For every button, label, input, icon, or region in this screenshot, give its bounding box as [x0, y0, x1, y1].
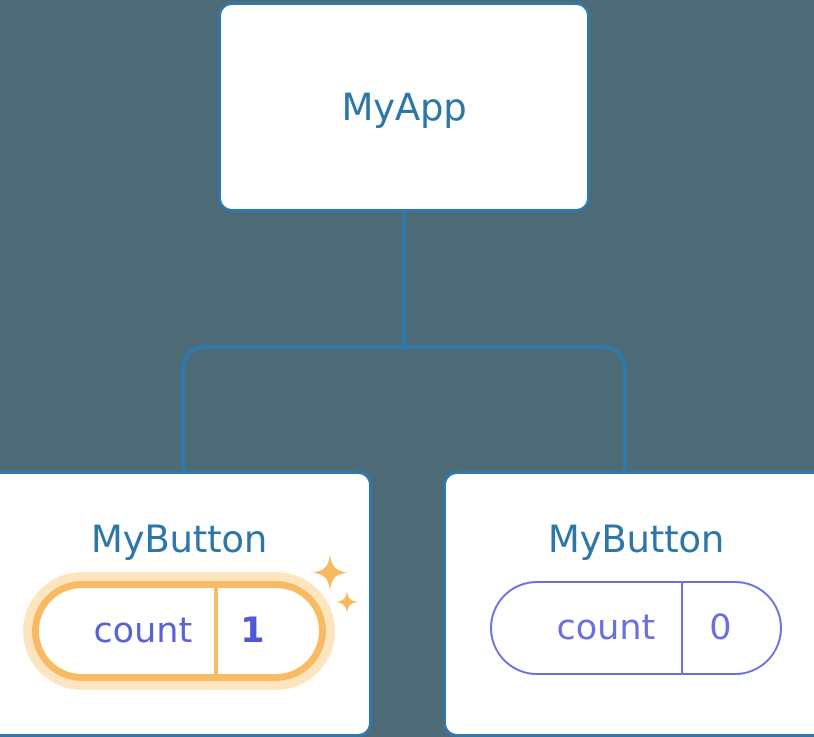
node-mybutton-right-title: MyButton: [547, 518, 725, 561]
sparkle-small-icon: [335, 591, 358, 613]
node-myapp[interactable]: MyApp: [218, 2, 590, 212]
state-badge-right-key: count: [556, 608, 656, 648]
node-mybutton-left-title: MyButton: [90, 518, 268, 561]
node-myapp-title: MyApp: [341, 85, 467, 129]
state-badge-left-value: 1: [214, 588, 318, 674]
edge-branch-bus: [181, 345, 627, 471]
state-badge-right[interactable]: count 0: [490, 581, 782, 675]
state-badge-right-wrap: count 0: [490, 581, 782, 675]
state-badge-right-value: 0: [681, 583, 779, 673]
state-badge-left-key: count: [93, 611, 193, 651]
state-badge-left-wrap: count 1: [32, 555, 358, 681]
state-badge-left[interactable]: count 1: [32, 581, 326, 681]
sparkle-large-icon: [312, 555, 348, 590]
node-mybutton-left[interactable]: MyButton count 1: [0, 471, 372, 737]
node-mybutton-right[interactable]: MyButton count 0: [443, 471, 814, 737]
